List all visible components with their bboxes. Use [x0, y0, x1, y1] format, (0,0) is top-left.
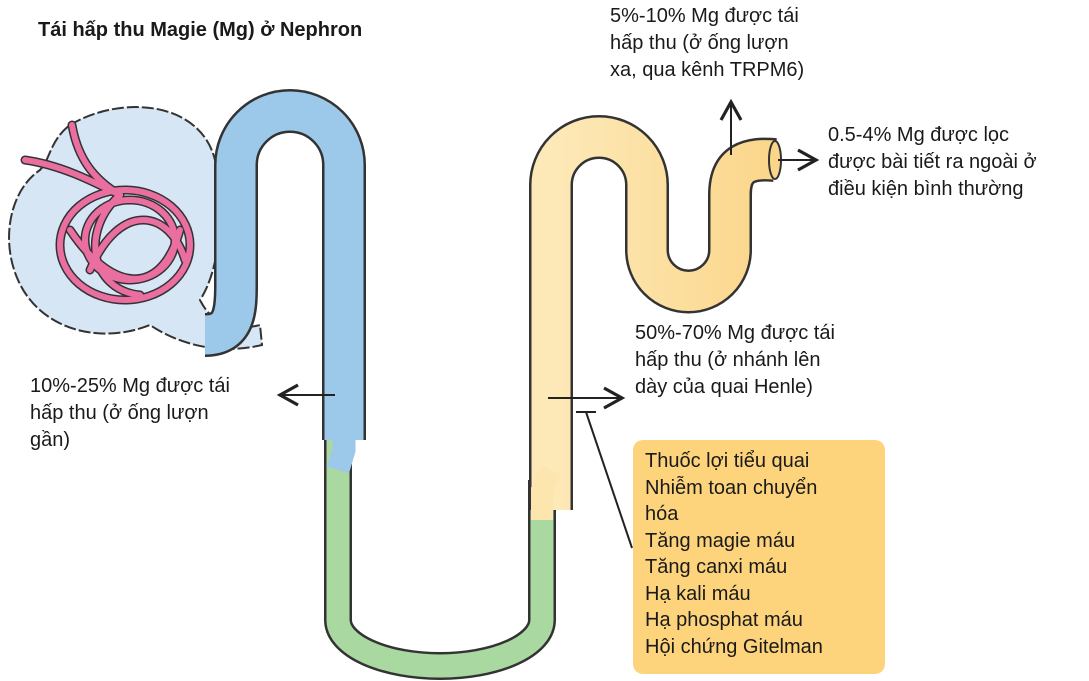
- glomerulus: [20, 120, 195, 305]
- proximal-tubule: [202, 89, 366, 440]
- loop-of-henle: [324, 430, 556, 680]
- inhibitor-item: Hạ kali máu: [645, 582, 751, 605]
- label-distal: 5%-10% Mg được tái hấp thu (ở ống lượn x…: [610, 5, 805, 81]
- inhibitor-item: Tăng magie máu: [645, 529, 796, 552]
- label-excreted: 0.5-4% Mg được lọc được bài tiết ra ngoà…: [828, 124, 1037, 200]
- inhibitors-box: Thuốc lợi tiểu quai Nhiễm toan chuyển hó…: [633, 440, 885, 674]
- label-loop: 50%-70% Mg được tái hấp thu (ở nhánh lên…: [635, 322, 835, 398]
- inhibitor-item: Nhiễm toan chuyển: [645, 476, 818, 499]
- diagram-title: Tái hấp thu Magie (Mg) ở Nephron: [38, 19, 363, 41]
- inhibitor-item: Hội chứng Gitelman: [645, 635, 823, 658]
- inhibitor-item: hóa: [645, 503, 679, 525]
- inhibitor-item: Tăng canxi máu: [645, 556, 788, 578]
- inhibition-line: [576, 411, 633, 549]
- inhibitor-item: Thuốc lợi tiểu quai: [645, 450, 810, 472]
- label-proximal: 10%-25% Mg được tái hấp thu (ở ống lượn …: [30, 375, 230, 451]
- distal-tubule: [529, 115, 782, 520]
- inhibitor-item: Hạ phosphat máu: [645, 609, 803, 631]
